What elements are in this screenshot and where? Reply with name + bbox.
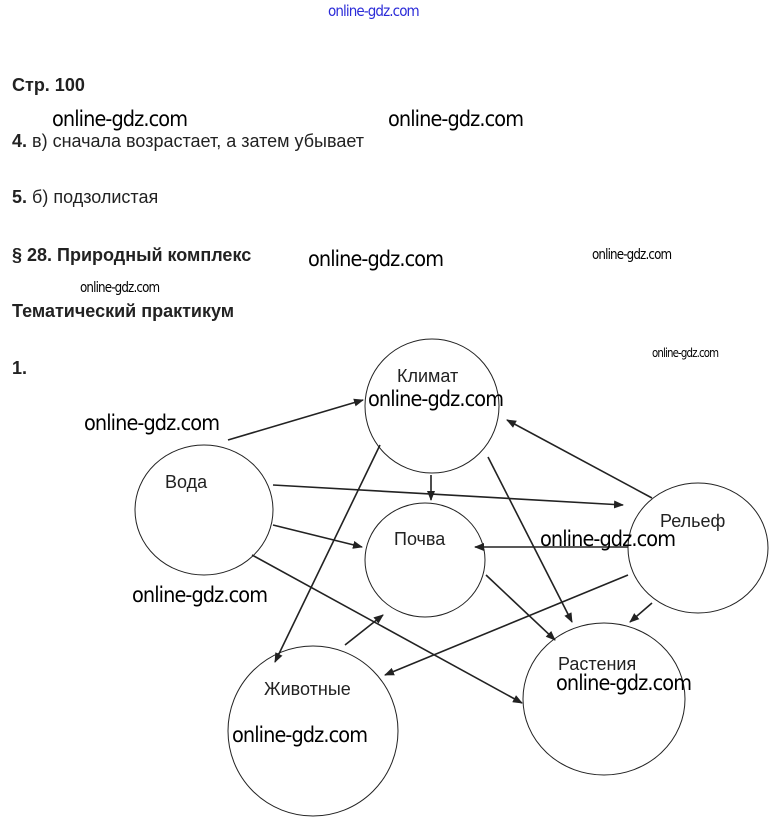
answer-5: 5. б) подзолистая <box>12 187 158 207</box>
node-circle-pochva <box>364 502 486 618</box>
watermark: online-gdz.com <box>308 247 444 271</box>
arrow-voda-relief <box>272 484 624 509</box>
node-circle-klimat <box>364 338 500 474</box>
node-circle-voda <box>134 444 274 576</box>
section-title: § 28. Природный комплекс <box>12 245 252 265</box>
subsection-title: Тематический практикум <box>12 301 235 321</box>
answer-number: 5. <box>12 187 28 207</box>
watermark: online-gdz.com <box>556 671 692 695</box>
watermark: online-gdz.com <box>368 387 504 411</box>
arrow-pochva-rasteniya <box>485 574 556 641</box>
arrow-zhivotnye-pochva <box>344 614 384 646</box>
watermark: online-gdz.com <box>592 247 672 263</box>
node-label-klimat: Климат <box>397 366 459 386</box>
arrow-relief-rasteniya <box>629 602 653 623</box>
node-label-zhivotnye: Животные <box>264 679 351 699</box>
answer-4: 4. в) сначала возрастает, а затем убывае… <box>12 131 364 151</box>
node-circle-rasteniya <box>522 622 686 776</box>
watermark: online-gdz.com <box>388 107 524 131</box>
answer-number: 4. <box>12 131 28 151</box>
page-heading: Стр. 100 <box>12 75 85 95</box>
arrow-voda-pochva <box>272 524 363 549</box>
arrow-voda-klimat <box>227 398 364 441</box>
watermark: online-gdz.com <box>232 723 368 747</box>
answer-text: б) подзолистая <box>32 187 159 207</box>
watermark: online-gdz.com <box>132 583 268 607</box>
watermark: online-gdz.com <box>652 346 719 360</box>
node-label-relief: Рельеф <box>660 511 726 531</box>
node-label-voda: Вода <box>165 472 208 492</box>
arrow-klimat-zhivotnye <box>274 444 381 663</box>
answer-text: в) сначала возрастает, а затем убывает <box>32 131 364 151</box>
watermark: online-gdz.com <box>84 411 220 435</box>
task-number: 1. <box>12 358 28 378</box>
arrow-voda-rasteniya <box>251 554 523 704</box>
watermark: online-gdz.com <box>80 280 160 296</box>
node-circle-zhivotnye <box>227 645 399 817</box>
arrow-relief-klimat <box>506 419 653 499</box>
node-circle-relief <box>627 482 769 614</box>
watermark: online-gdz.com <box>540 527 676 551</box>
arrow-klimat-rasteniya <box>487 456 573 623</box>
node-label-rasteniya: Растения <box>558 654 637 674</box>
node-label-pochva: Почва <box>394 529 446 549</box>
watermark: online-gdz.com <box>52 107 188 131</box>
watermark-top: online-gdz.com <box>328 2 420 20</box>
arrow-relief-zhivotnye <box>384 574 629 676</box>
